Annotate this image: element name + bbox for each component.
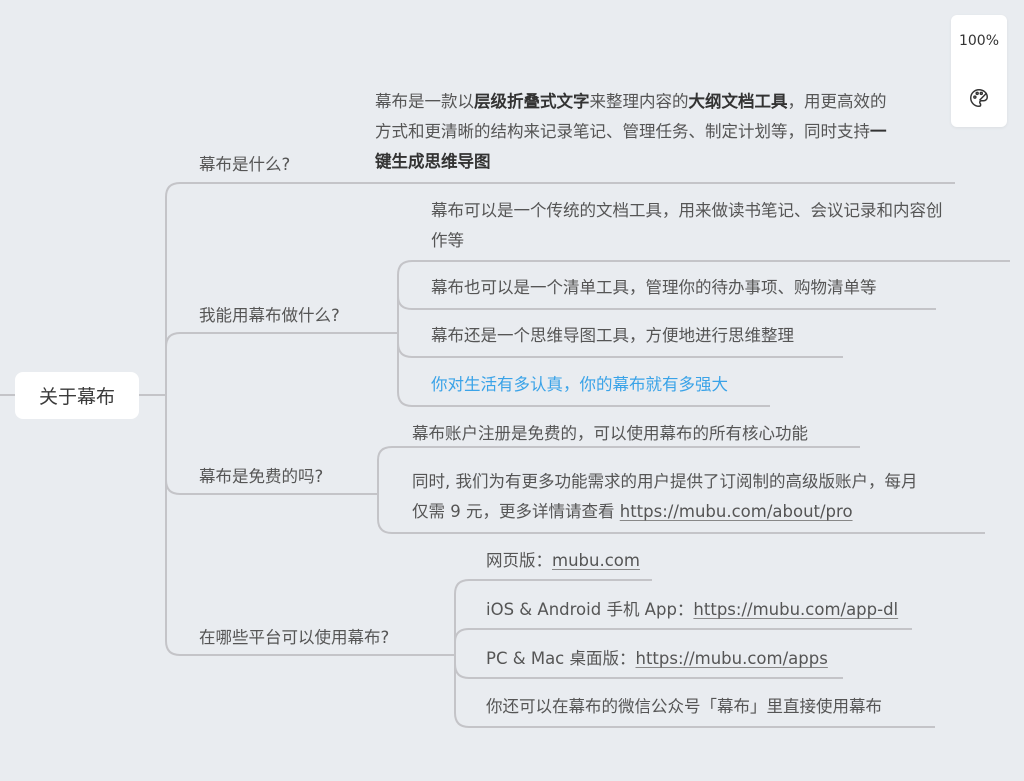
topic-label: 在哪些平台可以使用幕布? (199, 628, 390, 647)
node-text: 幕布账户注册是免费的，可以使用幕布的所有核心功能 (412, 424, 808, 443)
node-web-version[interactable]: 网页版：mubu.com (486, 546, 640, 576)
node-text: 幕布也可以是一个清单工具，管理你的待办事项、购物清单等 (431, 278, 877, 297)
node-mindmap-tool[interactable]: 幕布还是一个思维导图工具，方便地进行思维整理 (431, 321, 794, 351)
node-mobile-app[interactable]: iOS & Android 手机 App：https://mubu.com/ap… (486, 595, 898, 625)
root-topic[interactable]: 关于幕布 (15, 372, 139, 419)
bold-text: 大纲文档工具 (688, 92, 788, 111)
node-text: 幕布还是一个思维导图工具，方便地进行思维整理 (431, 326, 794, 345)
node-text: iOS & Android 手机 App： (486, 600, 694, 619)
node-desktop-app[interactable]: PC & Mac 桌面版：https://mubu.com/apps (486, 644, 828, 674)
node-text: 仅需 9 元，更多详情请查看 (412, 502, 620, 521)
topic-label: 幕布是什么? (199, 155, 291, 174)
node-slogan[interactable]: 你对生活有多认真，你的幕布就有多强大 (431, 370, 728, 400)
node-premium-account[interactable]: 同时, 我们为有更多功能需求的用户提供了订阅制的高级版账户，每月 仅需 9 元，… (412, 467, 992, 527)
pro-link[interactable]: https://mubu.com/about/pro (619, 502, 853, 521)
text-run: ，用更高效的 (787, 92, 887, 111)
desktop-apps-link[interactable]: https://mubu.com/apps (635, 649, 828, 668)
node-text: 同时, 我们为有更多功能需求的用户提供了订阅制的高级版账户，每月 (412, 472, 918, 491)
node-text: 网页版： (486, 551, 552, 570)
zoom-level[interactable]: 100% (958, 33, 1000, 49)
node-text: 作等 (431, 231, 464, 250)
app-download-link[interactable]: https://mubu.com/app-dl (693, 600, 899, 619)
node-text: 幕布可以是一个传统的文档工具，用来做读书笔记、会议记录和内容创 (431, 201, 943, 220)
topic-label: 幕布是免费的吗? (199, 467, 324, 486)
node-list-tool[interactable]: 幕布也可以是一个清单工具，管理你的待办事项、购物清单等 (431, 273, 877, 303)
topic-is-free[interactable]: 幕布是免费的吗? (199, 463, 323, 487)
bold-text: 一 (870, 122, 887, 141)
bold-text: 键生成思维导图 (375, 152, 491, 171)
node-wechat[interactable]: 你还可以在幕布的微信公众号「幕布」里直接使用幕布 (486, 692, 882, 722)
palette-icon[interactable] (968, 87, 990, 109)
text-run: 方式和更清晰的结构来记录笔记、管理任务、制定计划等，同时支持 (375, 122, 870, 141)
text-run: 幕布是一款以 (375, 92, 474, 111)
bold-text: 层级折叠式文字 (474, 92, 590, 111)
node-what-is-description[interactable]: 幕布是一款以层级折叠式文字来整理内容的大纲文档工具，用更高效的 方式和更清晰的结… (375, 87, 955, 177)
topic-what-is[interactable]: 幕布是什么? (199, 151, 290, 175)
view-toolbar: 100% (951, 15, 1007, 127)
text-run: 来整理内容的 (589, 92, 689, 111)
node-text: 你还可以在幕布的微信公众号「幕布」里直接使用幕布 (486, 697, 882, 716)
topic-label: 我能用幕布做什么? (199, 306, 340, 325)
node-document-tool[interactable]: 幕布可以是一个传统的文档工具，用来做读书笔记、会议记录和内容创 作等 (431, 196, 1011, 256)
root-topic-label: 关于幕布 (38, 386, 115, 408)
topic-what-can-do[interactable]: 我能用幕布做什么? (199, 302, 340, 326)
node-text: PC & Mac 桌面版： (486, 649, 636, 668)
web-link[interactable]: mubu.com (552, 551, 640, 570)
topic-platforms[interactable]: 在哪些平台可以使用幕布? (199, 624, 389, 648)
node-free-account[interactable]: 幕布账户注册是免费的，可以使用幕布的所有核心功能 (412, 419, 808, 449)
node-text: 你对生活有多认真，你的幕布就有多强大 (431, 375, 728, 394)
